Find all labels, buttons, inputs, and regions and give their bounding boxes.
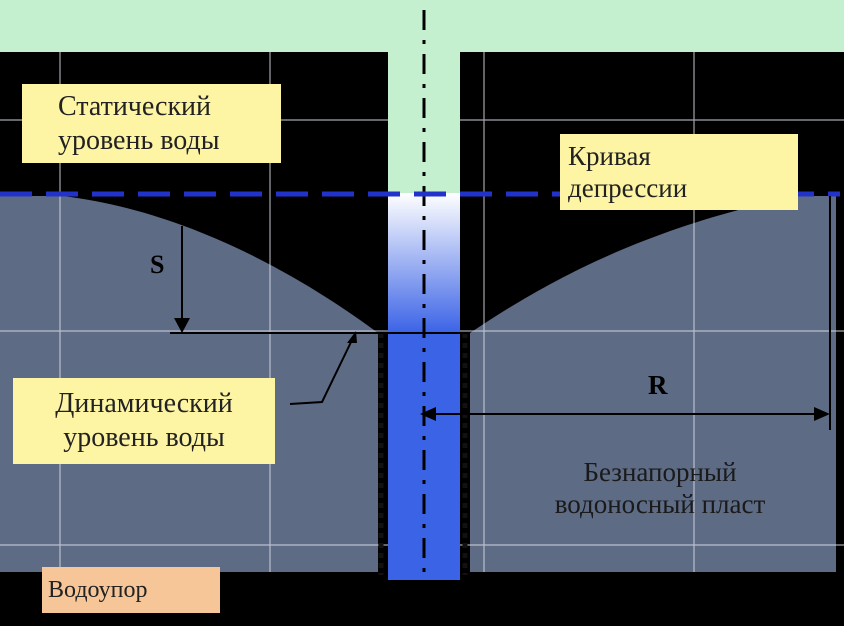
drawdown-letter: S bbox=[150, 250, 165, 279]
static-level-label: Статический уровень воды bbox=[22, 84, 281, 163]
dynamic-level-label: Динамический уровень воды bbox=[13, 378, 275, 464]
dynamic-level-label-line-1: Динамический bbox=[55, 388, 233, 420]
radius-arrowhead-right bbox=[814, 407, 830, 421]
aquifer-label-line-1: Безнапорный bbox=[583, 456, 737, 487]
radius-letter: R bbox=[648, 370, 668, 400]
static-level-label-line-1: Статический bbox=[58, 90, 212, 122]
depression-curve-label-line-2: депрессии bbox=[568, 173, 688, 203]
aquifer-body-right bbox=[470, 196, 836, 572]
aquiclude-label: Водоупор bbox=[42, 567, 220, 613]
well-upper bbox=[388, 52, 460, 193]
depression-curve-label: Кривая депрессии bbox=[560, 134, 798, 210]
static-level-label-line-2: уровень воды bbox=[58, 124, 220, 156]
dynamic-pointer bbox=[289, 339, 353, 405]
drawdown-arrowhead bbox=[174, 318, 190, 333]
aquifer-label-line-2: водоносный пласт bbox=[554, 489, 766, 519]
depression-curve-label-line-1: Кривая bbox=[568, 140, 651, 171]
radius-arrowhead-left bbox=[420, 407, 436, 421]
dynamic-pointer-head bbox=[347, 331, 357, 343]
aquifer-label: Безнапорный водоносный пласт bbox=[530, 448, 790, 528]
aquiclude-label-text: Водоупор bbox=[48, 576, 148, 603]
dynamic-level-label-line-2: уровень воды bbox=[63, 422, 225, 453]
ground-surface bbox=[0, 0, 844, 52]
